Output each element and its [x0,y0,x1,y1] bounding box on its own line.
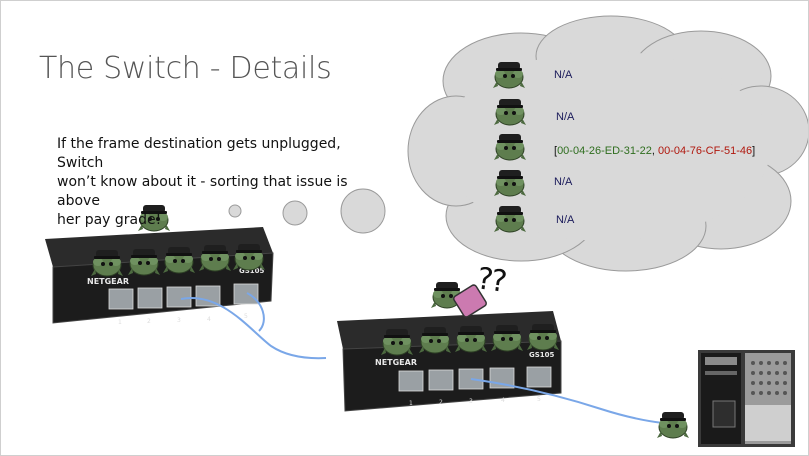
computer-internals-photo [698,350,795,447]
slide-body-text: If the frame destination gets unplugged,… [57,135,387,230]
cloud-entry-label: N/A [556,214,575,226]
cloud-entry-label: N/A [556,111,575,123]
mac-separator: , [651,145,658,157]
cloud-entry-label: N/A [554,176,573,188]
port-number: 3 [469,398,473,405]
sticky-note-icon [453,284,487,318]
network-switch-right: NETGEAR GS105 1 2 3 4 5 [337,311,562,412]
port-number: 4 [207,316,211,323]
switch-brand-label: NETGEAR [87,277,129,286]
thought-bubble-medium [282,200,308,226]
port-number: 1 [409,400,413,407]
cloud-entry-label: N/A [554,69,573,81]
port-number: 5 [537,396,541,403]
port-number: 1 [118,319,122,326]
body-line: won’t know about it - sorting that issue… [57,174,348,209]
port-number: 5 [244,313,248,320]
thought-cloud [407,15,808,272]
thought-bubble-small [228,204,242,218]
mac-bracket-open: [ [554,145,558,157]
switch-model-label: GS105 [529,351,555,359]
body-line: If the frame destination gets unplugged,… [57,136,341,171]
network-switch-left: NETGEAR GS105 1 2 3 4 5 [45,227,274,326]
port-number: 3 [177,317,181,324]
mac-bracket-close: ] [752,145,756,157]
question-marks: ?? [474,261,508,300]
cloud-entry-mac-list: [00-04-26-ED-31-22, 00-04-76-CF-51-46] [554,145,755,157]
port-number: 4 [501,397,505,404]
ethernet-cable [246,292,265,332]
port-number: 2 [147,318,151,325]
port-number: 2 [439,399,443,406]
switch-brand-label: NETGEAR [375,358,417,367]
mac-address-green: 00-04-26-ED-31-22 [557,145,652,157]
mascot-icon [656,411,690,439]
thought-bubble-large [340,188,386,234]
ethernet-cable-unplugged [470,378,664,424]
slide-title: The Switch - Details [39,51,332,86]
mac-address-red: 00-04-76-CF-51-46 [657,145,753,157]
body-line: her pay grade! [57,212,162,228]
ethernet-cable [180,296,327,360]
switch-model-label: GS105 [239,267,265,275]
